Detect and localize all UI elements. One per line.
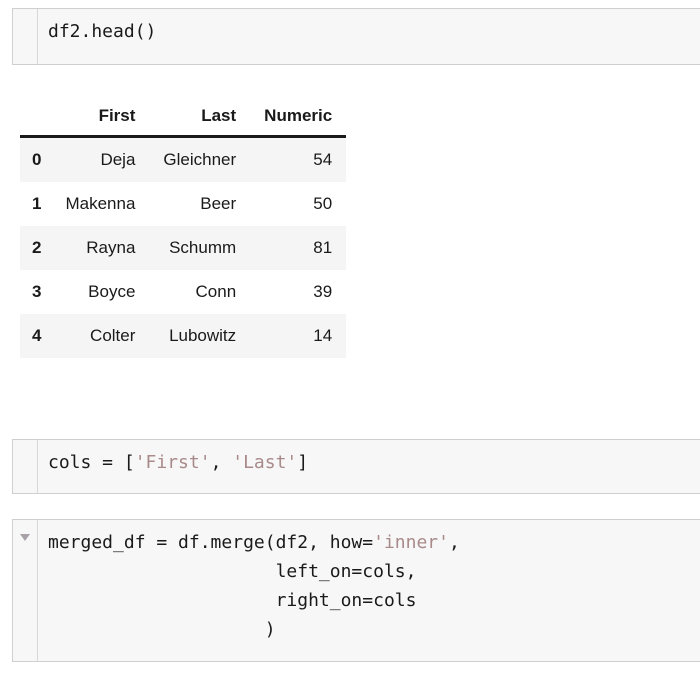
table-row: 0 Deja Gleichner 54: [20, 136, 347, 182]
code-cell-df2-head[interactable]: df2.head(): [12, 8, 700, 65]
row-index: 4: [32, 326, 42, 345]
table-row: 3 Boyce Conn 39: [20, 270, 347, 314]
table-row: 2 Rayna Schumm 81: [20, 226, 347, 270]
table-header-row: First Last Numeric: [20, 100, 347, 138]
cell-gutter[interactable]: [13, 9, 38, 64]
cell-gutter[interactable]: [13, 440, 38, 493]
table-row: 4 Colter Lubowitz 14: [20, 314, 347, 358]
code-cell-cols[interactable]: cols = ['First', 'Last']: [12, 439, 700, 494]
column-header-index: [20, 100, 52, 138]
token-plain: left_on=cols,: [48, 561, 417, 582]
cell-numeric: 14: [313, 326, 333, 345]
cell-last: Schumm: [169, 238, 237, 257]
cell-first: Boyce: [88, 282, 136, 301]
cell-numeric: 39: [313, 282, 333, 301]
table-header: First Last Numeric: [20, 100, 347, 138]
table-row: 1 Makenna Beer 50: [20, 182, 347, 226]
token-string-first: 'First': [134, 452, 211, 473]
token-plain: ,: [210, 452, 233, 473]
token-string-last: 'Last': [232, 452, 298, 473]
cell-gutter[interactable]: [13, 520, 38, 661]
column-header-numeric: Numeric: [250, 100, 347, 138]
code-editor-cols[interactable]: cols = ['First', 'Last']: [38, 440, 700, 493]
row-index: 2: [32, 238, 42, 257]
column-header-first: First: [51, 100, 150, 138]
cell-last: Conn: [195, 282, 237, 301]
cell-first: Colter: [90, 326, 136, 345]
cell-last: Gleichner: [163, 150, 237, 169]
cell-numeric: 50: [313, 194, 333, 213]
table-body: 0 Deja Gleichner 54 1 Makenna Beer 50 2 …: [20, 136, 347, 358]
code-cell-merge[interactable]: merged_df = df.merge(df2, how='inner', l…: [12, 519, 700, 662]
cell-first: Deja: [100, 150, 136, 169]
cell-first: Makenna: [65, 194, 136, 213]
row-index: 1: [32, 194, 42, 213]
token-plain: cols = [: [48, 452, 135, 473]
code-editor-df2-head[interactable]: df2.head(): [48, 21, 157, 42]
cell-last: Beer: [200, 194, 237, 213]
collapse-triangle-icon[interactable]: [20, 534, 30, 541]
cell-first: Rayna: [86, 238, 136, 257]
cell-last: Lubowitz: [169, 326, 237, 345]
code-editor-merge[interactable]: merged_df = df.merge(df2, how='inner', l…: [38, 520, 700, 661]
cell-numeric: 81: [313, 238, 333, 257]
row-index: 0: [32, 150, 42, 169]
token-plain: ): [48, 619, 276, 640]
token-plain: right_on=cols: [48, 590, 417, 611]
token-plain: merged_df = df.merge(df2, how=: [48, 532, 374, 553]
dataframe-table: First Last Numeric 0 Deja Gleichner 54 1…: [20, 100, 347, 358]
dataframe-output: First Last Numeric 0 Deja Gleichner 54 1…: [20, 100, 347, 358]
row-index: 3: [32, 282, 42, 301]
cell-numeric: 54: [313, 150, 333, 169]
token-string-inner: 'inner': [373, 532, 449, 553]
column-header-last: Last: [149, 100, 251, 138]
token-plain: ]: [297, 452, 309, 473]
token-plain: ,: [448, 532, 460, 553]
